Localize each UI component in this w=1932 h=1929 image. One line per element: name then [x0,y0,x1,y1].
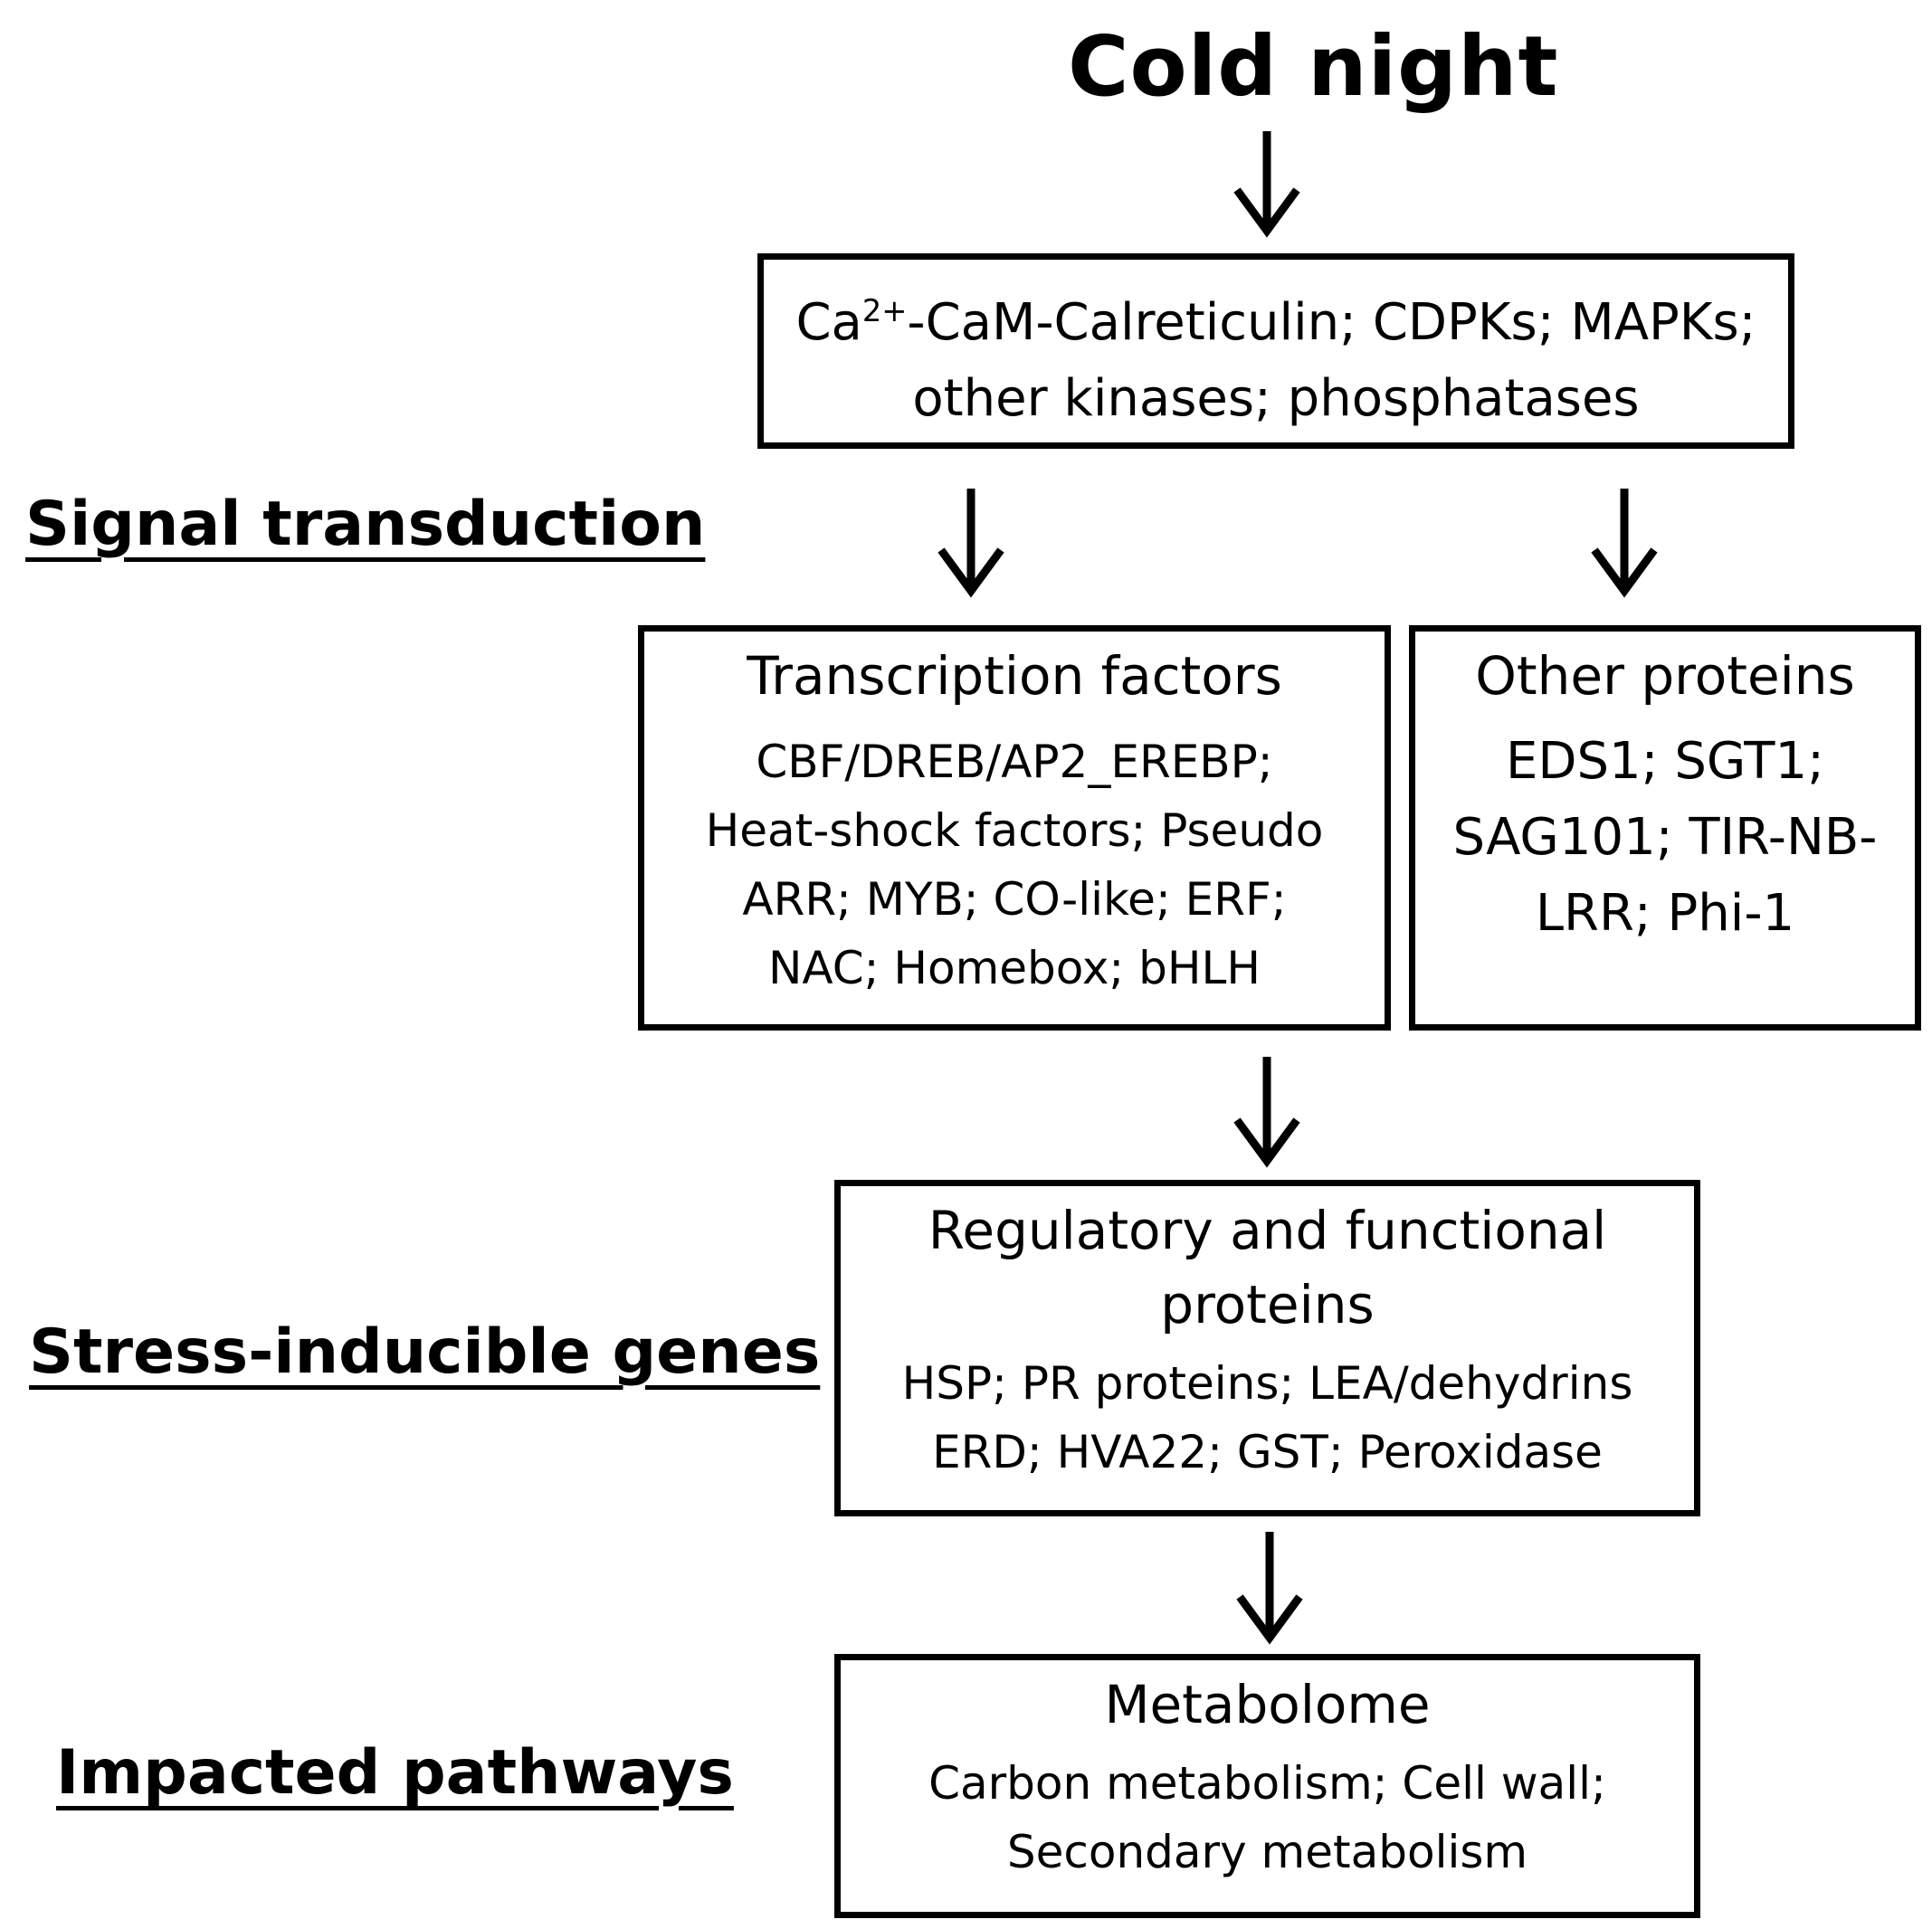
calcium-prefix: Ca [795,293,862,352]
signaling-line-2: other kinases; phosphatases [912,369,1640,428]
label-impacted-pathways: Impacted pathways [56,1737,734,1809]
arrow-cold-to-signaling [1233,131,1300,238]
metabolome-heading: Metabolome [1104,1674,1431,1735]
arrow-regulatory-to-metabolome [1236,1532,1303,1645]
label-signal-transduction: Signal transduction [25,489,706,560]
tf-line: Heat-shock factors; Pseudo [705,804,1324,857]
regulatory-protein-line: HSP; PR proteins; LEA/dehydrins [901,1357,1633,1410]
signaling-line-1: Ca2+-CaM-Calreticulin; CDPKs; MAPKs; [764,285,1788,361]
other-protein-line: EDS1; SGT1; [1506,732,1824,791]
tf-line: ARR; MYB; CO-like; ERF; [742,873,1287,926]
signaling-box: Ca2+-CaM-Calreticulin; CDPKs; MAPKs; oth… [757,253,1794,449]
other-protein-line: LRR; Phi-1 [1535,884,1795,943]
arrow-signaling-to-other [1591,489,1658,598]
other-protein-line: SAG101; TIR-NB- [1452,808,1878,867]
calcium-charge: 2+ [861,292,908,328]
other-proteins-box: Other proteins EDS1; SGT1; SAG101; TIR-N… [1409,625,1921,1031]
tf-line: NAC; Homebox; bHLH [768,942,1261,994]
tf-line: CBF/DREB/AP2_EREBP; [756,736,1273,788]
metabolome-box: Metabolome Carbon metabolism; Cell wall;… [834,1654,1700,1918]
arrow-signaling-to-tf [937,489,1004,598]
regulatory-heading-line: Regulatory and functional [928,1200,1607,1261]
signaling-line-1-rest: -CaM-Calreticulin; CDPKs; MAPKs; [907,293,1756,352]
metabolome-line: Secondary metabolism [1006,1826,1528,1878]
regulatory-heading-line: proteins [1160,1274,1375,1335]
transcription-factors-heading: Transcription factors [747,645,1282,707]
arrow-tf-to-regulatory [1233,1057,1300,1168]
transcription-factors-box: Transcription factors CBF/DREB/AP2_EREBP… [638,625,1391,1031]
regulatory-proteins-box: Regulatory and functional proteins HSP; … [834,1180,1700,1516]
metabolome-line: Carbon metabolism; Cell wall; [928,1757,1606,1810]
label-stress-inducible-genes: Stress-inducible genes [29,1316,821,1388]
diagram-title: Cold night [1068,18,1559,115]
regulatory-protein-line: ERD; HVA22; GST; Peroxidase [932,1426,1603,1478]
other-proteins-heading: Other proteins [1475,645,1855,707]
